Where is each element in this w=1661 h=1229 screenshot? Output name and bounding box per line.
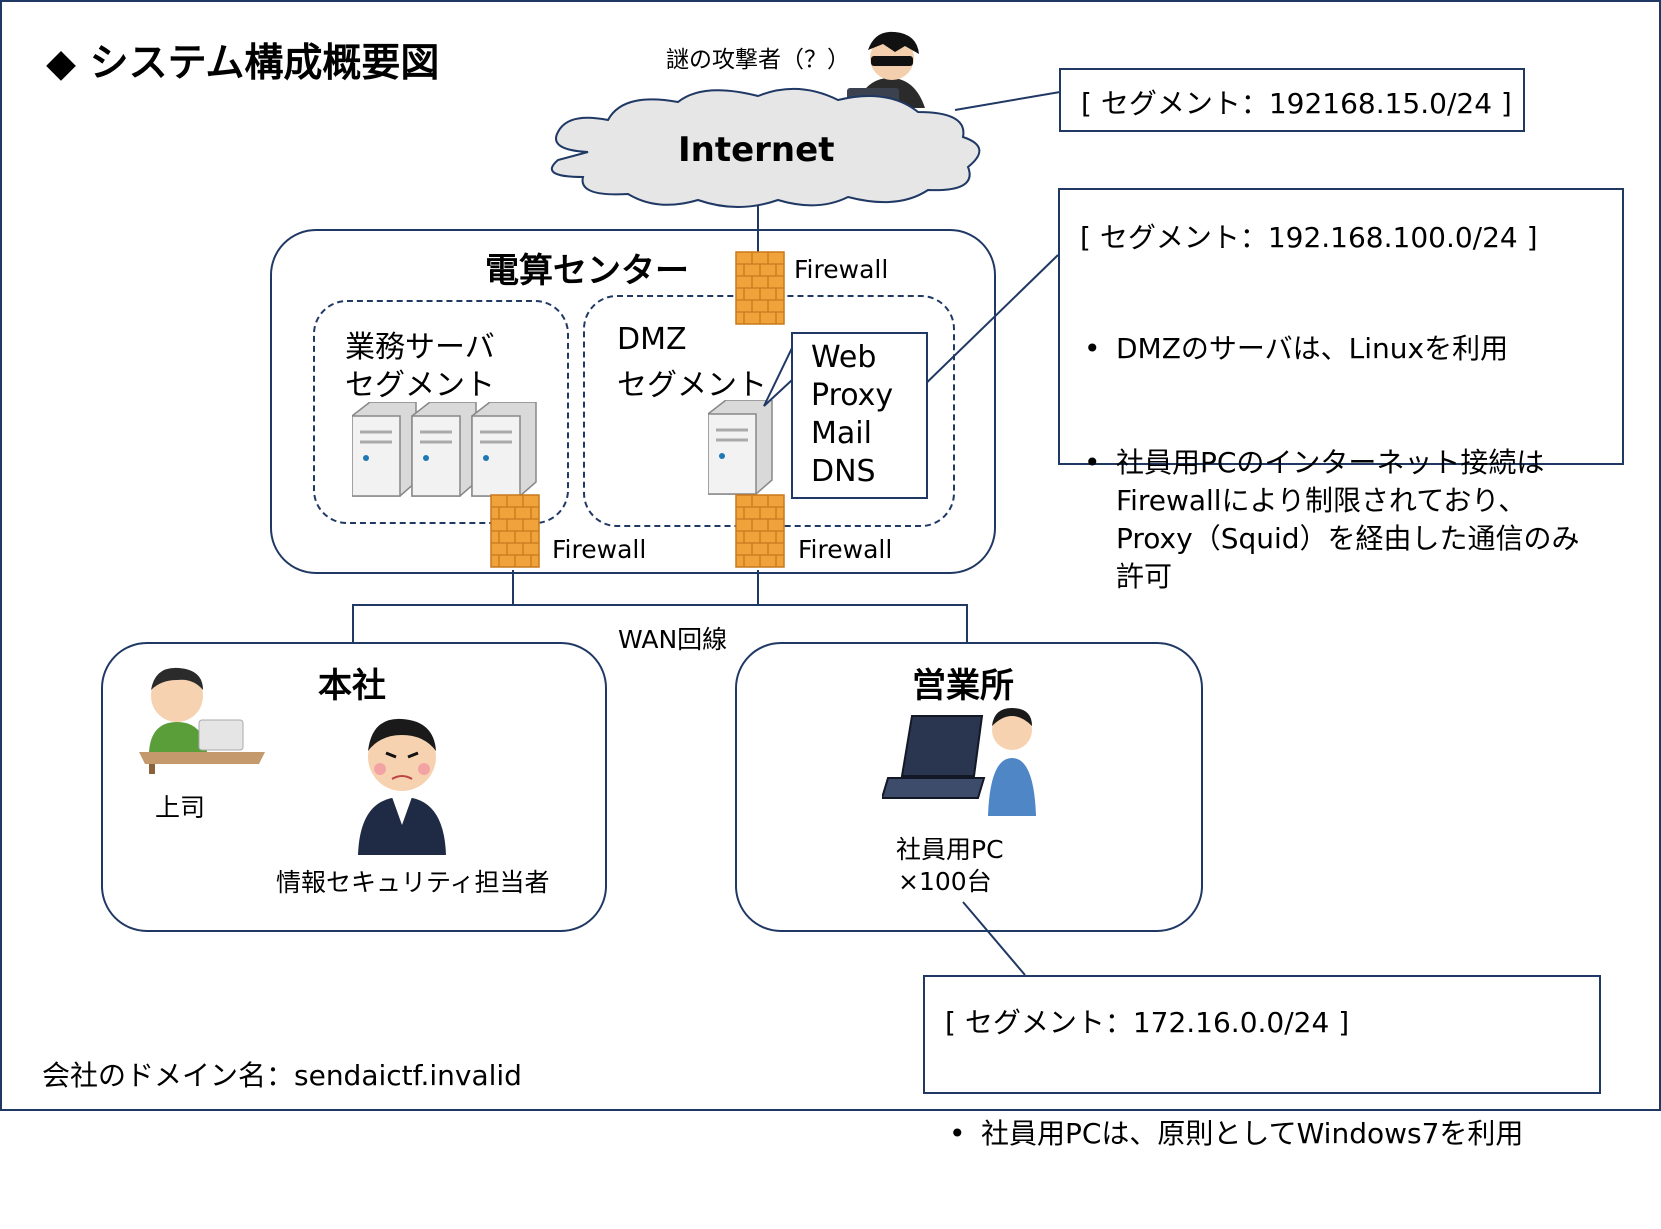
company-domain-label: 会社のドメイン名：sendaictf.invalid bbox=[42, 1059, 522, 1092]
page-title: ◆ システム構成概要図 bbox=[46, 41, 440, 86]
internet-cloud-icon bbox=[551, 87, 981, 208]
branch-info-box: [ セグメント：172.16.0.0/24 ] 社員用PCは、原則としてWind… bbox=[923, 975, 1601, 1153]
dmz-info-bullets: DMZのサーバは、Linuxを利用 社員用PCのインターネット接続は Firew… bbox=[1080, 254, 1580, 672]
branch-info-bullet: 社員用PCは、原則としてWindows7を利用 bbox=[945, 1115, 1523, 1153]
branch-info-bullets: 社員用PCは、原則としてWindows7を利用 bbox=[945, 1039, 1523, 1229]
dmz-services-box: Web Proxy Mail DNS bbox=[791, 332, 928, 499]
business-segment-label-2: セグメント bbox=[345, 368, 495, 403]
boss-label: 上司 bbox=[155, 793, 206, 822]
headquarters-title: 本社 bbox=[318, 666, 386, 706]
branch-box bbox=[735, 642, 1203, 932]
business-segment-label-1: 業務サーバ bbox=[345, 330, 495, 365]
datacenter-box bbox=[270, 229, 996, 574]
boss-at-desk-icon bbox=[139, 667, 265, 774]
dmz-segment-label-2: セグメント bbox=[617, 368, 767, 403]
internet-label: Internet bbox=[678, 130, 835, 170]
security-officer-label: 情報セキュリティ担当者 bbox=[276, 868, 550, 897]
business-segment-box bbox=[313, 300, 569, 524]
services-callout-pointer bbox=[763, 348, 793, 407]
dmz-segment-label-1: DMZ bbox=[617, 322, 687, 357]
employee-pc-icon bbox=[882, 708, 1036, 816]
dmz-info-bullet: DMZのサーバは、Linuxを利用 bbox=[1080, 330, 1580, 368]
firewall-icon-business bbox=[490, 494, 540, 568]
internet-segment-label: [ セグメント：192168.15.0/24 ] bbox=[1081, 87, 1512, 120]
dmz-server-icon bbox=[708, 400, 773, 495]
firewall-icon-top bbox=[735, 251, 785, 325]
headquarters-box bbox=[101, 642, 607, 932]
business-server-icon bbox=[352, 402, 537, 497]
service-web: Web bbox=[811, 340, 877, 375]
employee-pc-label-1: 社員用PC bbox=[896, 835, 1004, 864]
service-mail: Mail bbox=[811, 416, 872, 451]
security-officer-icon bbox=[358, 718, 446, 855]
diagram-frame bbox=[0, 0, 1661, 1111]
attacker-label: 謎の攻撃者（？） bbox=[666, 47, 850, 73]
wan-label: WAN回線 bbox=[618, 625, 728, 654]
service-proxy: Proxy bbox=[811, 378, 894, 413]
service-dns: DNS bbox=[811, 454, 876, 489]
dmz-info-segment: [ セグメント：192.168.100.0/24 ] bbox=[1080, 221, 1538, 254]
internet-segment-box: [ セグメント：192168.15.0/24 ] bbox=[1059, 68, 1525, 132]
dmz-info-box: [ セグメント：192.168.100.0/24 ] DMZのサーバは、Linu… bbox=[1058, 188, 1624, 593]
datacenter-title: 電算センター bbox=[485, 251, 689, 291]
firewall-label-business: Firewall bbox=[552, 535, 647, 564]
firewall-icon-dmz bbox=[735, 494, 785, 568]
branch-title: 営業所 bbox=[912, 666, 1014, 706]
employee-pc-label-2: ×100台 bbox=[898, 867, 992, 896]
dmz-info-bullet: 社員用PCのインターネット接続は Firewallにより制限されており、 Pro… bbox=[1080, 444, 1580, 596]
firewall-label-dmz: Firewall bbox=[798, 535, 893, 564]
branch-info-segment: [ セグメント：172.16.0.0/24 ] bbox=[945, 1006, 1350, 1039]
firewall-label-top: Firewall bbox=[794, 255, 889, 284]
